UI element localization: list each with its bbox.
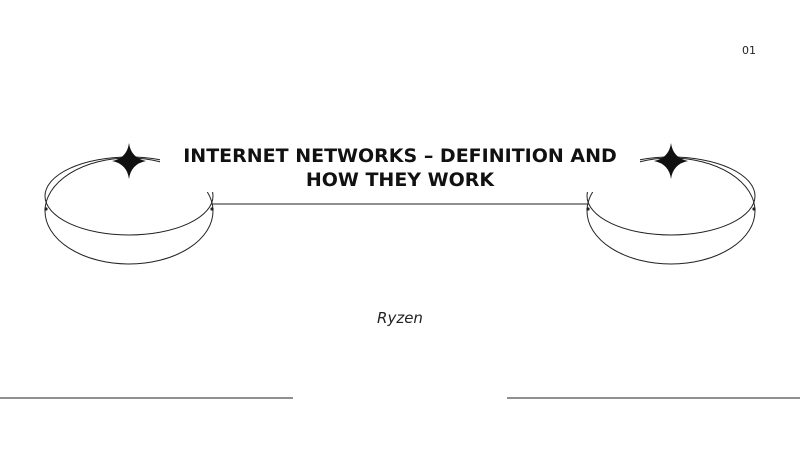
sparkle-icon <box>112 143 146 179</box>
sparkle-icon <box>654 143 688 179</box>
author-name: Ryzen <box>377 309 423 327</box>
page-number: 01 <box>742 44 756 57</box>
slide-title: INTERNET NETWORKS – DEFINITION AND HOW T… <box>160 144 640 192</box>
